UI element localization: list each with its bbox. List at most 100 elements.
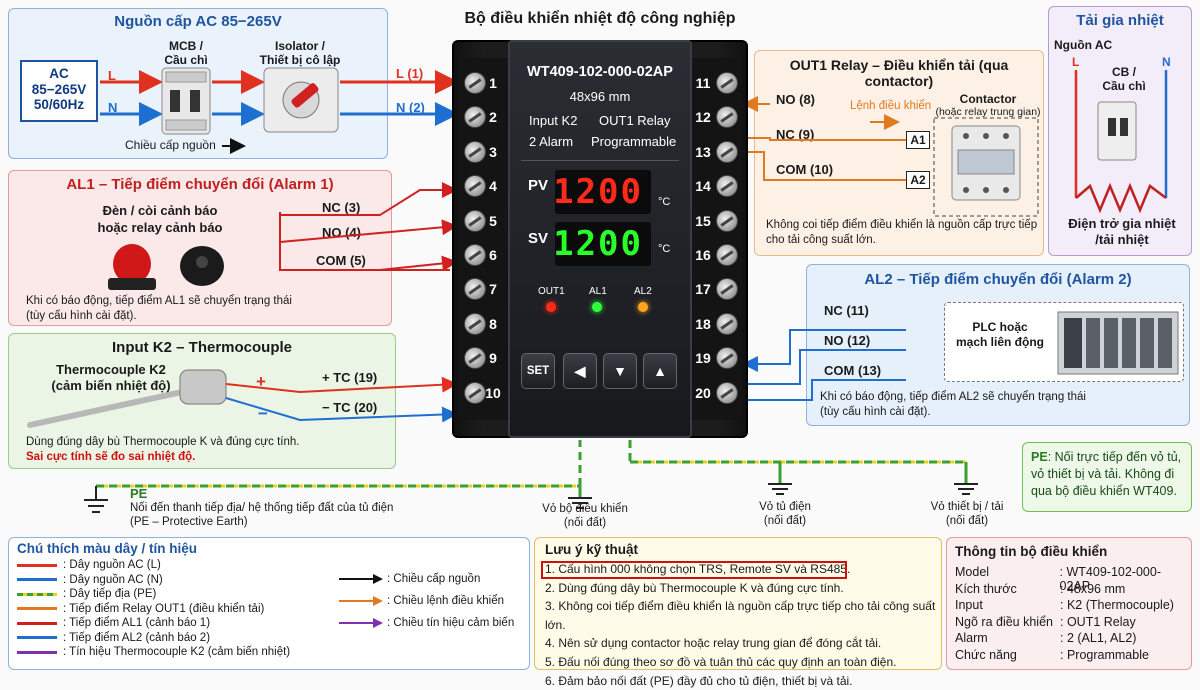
legend-label: : Dây tiếp địa (PE) [63,588,157,601]
terminal-number: 10 [485,384,501,401]
legend-label: : Dây nguồn AC (N) [63,573,163,586]
legend-label: : Tiếp điểm Relay OUT1 (điều khiển tải) [63,602,265,615]
legend-swatch [17,650,57,654]
out1-no: NO (8) [776,92,815,107]
ground-symbol-controller [568,497,592,509]
terminal-screw-4 [464,175,486,198]
out1-title: OUT1 Relay – Điều khiển tải (qua contact… [789,57,1009,89]
terminal-screw-16 [716,244,738,266]
sv-unit: °C [658,243,671,255]
tech-note-item: 4. Nên sử dụng contactor hoặc relay trun… [545,636,882,651]
set-button[interactable]: SET [521,353,555,389]
terminal-screw-11 [716,72,738,94]
info-key: Kích thước [955,581,1017,596]
terminal-number: 3 [489,143,497,160]
terminal-screw-19 [716,347,738,370]
info-panel: Thông tin bộ điều khiển Model: WT409-102… [946,537,1192,670]
terminal-screw-7 [464,278,486,301]
al1-nc: NC (3) [322,200,361,215]
info-value: : K2 (Thermocouple) [1060,598,1174,613]
wiring-diagram [27,67,1179,513]
spec-input: Input K2 [529,113,578,128]
legend-arrow-label: : Chiều tín hiệu cảm biến [387,617,515,629]
led-al2-label: AL2 [634,286,652,297]
load-wiring [1074,70,1168,214]
info-row: Model: WT409-102-000-02AP [955,565,1191,593]
thermocouple-label: Thermocouple K2 (cảm biến nhiệt độ) [51,362,171,394]
out1-wire-nc [742,137,906,141]
sv-display: 1200 [553,222,651,266]
al1-device-label: Đèn / còi cảnh báo hoặc relay cảnh báo [97,203,223,235]
led-out1-label: OUT1 [538,286,565,297]
tech-title: Lưu ý kỹ thuật [545,542,639,557]
al2-no: NO (12) [824,333,871,348]
info-row: Ngõ ra điều khiển: OUT1 Relay [955,615,1191,632]
terminal-number: 8 [489,315,497,332]
legend-label: : Dây nguồn AC (L) [63,559,161,572]
terminal-screw-5 [464,209,486,232]
power-direction: Chiều cấp nguồn [125,138,216,152]
terminal-screw-2 [464,106,486,129]
load-l: L [1072,55,1080,69]
pe-note-box: PE: Nối trực tiếp đến vỏ tủ, vỏ thiết bị… [1022,442,1192,512]
ground-symbol-pe [84,499,108,513]
pe-description: Nối đến thanh tiếp địa/ hệ thống tiếp đấ… [130,502,394,529]
input-note: Dùng đúng dây bù Thermocouple K và đúng … [26,436,300,448]
out1-com: COM (10) [776,162,834,177]
terminal-screw-14 [716,175,738,198]
tech-note-item: 1. Cấu hình 000 không chọn TRS, Remote S… [545,562,851,576]
led-al2-indicator [638,302,648,312]
load-title: Tải gia nhiệt [1076,12,1164,29]
tech-note-item: 5. Đấu nối đúng theo sơ đồ và tuân thủ c… [545,654,897,669]
info-row: Alarm : 2 (AL1, AL2) [955,631,1191,648]
down-button[interactable]: ▼ [603,353,637,389]
terminal-screw-20 [716,381,738,404]
tech-note-item: 3. Không coi tiếp điểm điều khiển là ngu… [545,599,936,632]
left-button[interactable]: ◀ [563,353,597,389]
al2-wire-nc [742,329,906,365]
highlight-box [541,561,847,579]
up-button[interactable]: ▲ [643,353,677,389]
legend-arrow-item: : Chiều lệnh điều khiển [339,590,514,612]
legend-arrow-item: : Chiều tín hiệu cảm biến [339,612,514,634]
info-value: : 48x96 mm [1060,581,1126,596]
info-row: Input : K2 (Thermocouple) [955,598,1191,615]
terminal-number: 18 [695,315,711,332]
terminal-number: 16 [695,247,711,263]
terminal-number: 4 [489,178,497,195]
contactor-sublabel: (hoặc relay trung gian) [935,106,1041,118]
legend-arrow-icon [339,596,383,606]
terminal-screw-1 [464,72,486,94]
page-title: Bộ điều khiển nhiệt độ công nghiệp [464,10,736,27]
info-value: : 2 (AL1, AL2) [1060,631,1137,646]
terminal-number: 1 [489,75,497,91]
power-n-label: N [108,100,118,115]
tech-note-item: 2. Dùng đúng dây bù Thermocouple K và đú… [545,580,844,595]
info-key: Alarm [955,631,988,646]
sv-label: SV [528,230,549,247]
info-key: Input [955,598,983,613]
ground-cabinet-label: Vỏ tủ điện (nối đất) [759,501,811,528]
terminal-number: 19 [695,350,711,367]
load-cb-label: CB / Cầu chì [1102,65,1146,93]
legend-arrow-list: : Chiều cấp nguồn: Chiều lệnh điều khiển… [339,568,514,634]
info-row: Chức năng: Programmable [955,648,1191,665]
input-title: Input K2 – Thermocouple [111,339,292,356]
pe-label: PE [130,486,148,501]
info-value: : Programmable [1060,647,1149,662]
legend-swatch [17,636,57,640]
tech-note-item: 6. Đảm bảo nối đất (PE) đầy đủ cho tủ đi… [545,673,853,688]
legend-line-list: : Dây nguồn AC (L): Dây nguồn AC (N) : Dâ… [17,558,290,660]
al2-wire-no [742,349,906,385]
buzzer-icon [180,246,224,286]
info-title: Thông tin bộ điều khiển [955,544,1108,559]
tech-notes-list: 1. Cấu hình 000 không chọn TRS, Remote S… [545,560,941,690]
legend-label: : Tín hiệu Thermocouple K2 (cảm biến nhi… [63,646,291,659]
tc-plus-term: + TC (19) [322,370,378,385]
pe-note-text: : Nối trực tiếp đến vỏ tủ, vỏ thiết bị v… [1031,450,1182,498]
legend-swatch [17,578,57,582]
spec-alarm: 2 Alarm [529,134,574,149]
legend-item: : Dây nguồn AC (L) [17,558,290,573]
input-warning: Sai cực tính sẽ đo sai nhiệt độ. [26,451,196,463]
beacon-icon [108,244,156,290]
